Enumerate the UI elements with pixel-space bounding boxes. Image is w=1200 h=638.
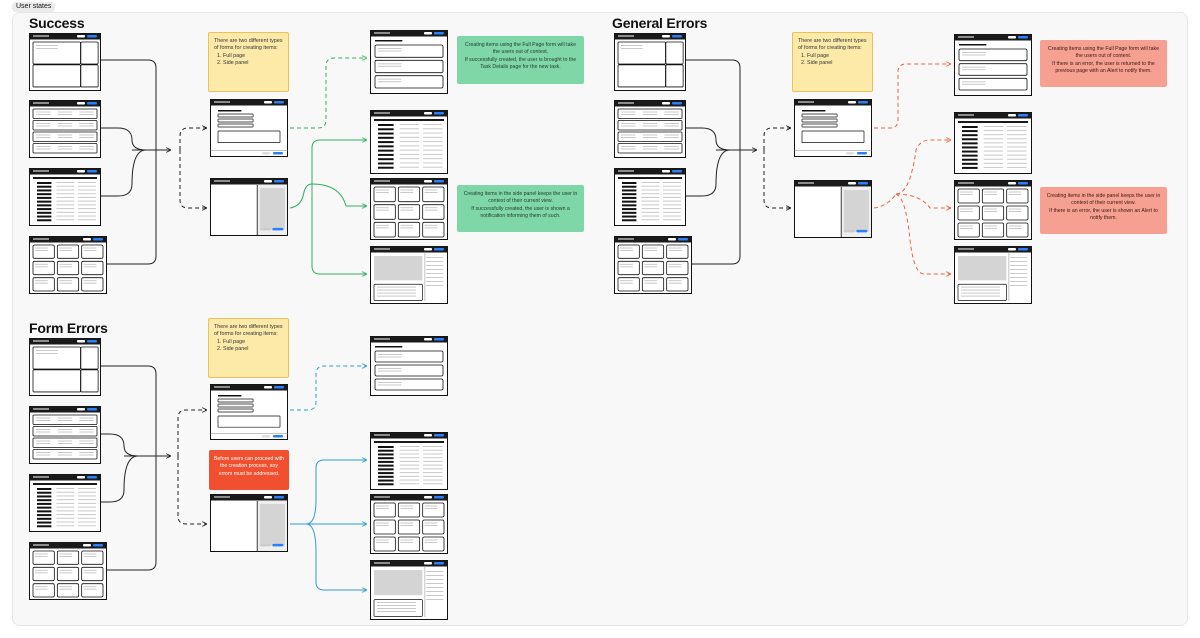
wireframe-dashboard[interactable] [29,33,101,91]
wireframe-graphic [614,33,686,91]
general-errors-heading: General Errors [612,15,708,31]
intro-list: Full page Side panel [214,53,283,68]
wireframe-dashboard[interactable] [614,33,686,91]
intro-list: Full page Side panel [214,339,283,354]
note-line: If there is an error, the user is return… [1052,60,1155,74]
wireframe-graphic [29,542,107,600]
canvas-board [12,12,1188,626]
success-intro-note: There are two different types of forms f… [208,32,289,92]
wireframe-graphic [370,30,448,94]
intro-item-side-panel: Side panel [223,346,283,353]
wireframe-graphic [29,474,101,532]
intro-text: There are two different types of forms f… [798,38,867,52]
wireframe-graphic [210,494,288,552]
wireframe-graphic [370,560,448,620]
note-line: Creating items using the Full Page form … [464,42,576,56]
wireframe-graphic [370,494,448,554]
wireframe-list-view[interactable] [370,432,448,490]
wireframe-graphic [954,180,1032,240]
general-errors-side-panel-note: Creating items in the side panel keeps t… [1040,187,1167,234]
note-line: If successfully created, the user is sho… [471,205,570,219]
wireframe-graphic [794,180,872,238]
wireframe-graphic [210,384,288,440]
wireframe-detail-view[interactable] [370,560,448,620]
wireframe-list-view[interactable] [29,474,101,532]
wireframe-side-panel-form[interactable] [210,494,288,552]
wireframe-graphic [794,99,872,157]
wireframe-detail-view[interactable] [370,246,448,304]
note-line: If there is an error, the user is shown … [1049,207,1158,221]
success-full-page-note: Creating items using the Full Page form … [457,36,584,84]
wireframe-full-page-form[interactable] [210,99,288,157]
wireframe-graphic [29,33,101,91]
wireframe-card-grid[interactable] [29,236,107,294]
wireframe-side-panel-form[interactable] [794,180,872,238]
wireframe-table-view[interactable] [29,100,101,158]
intro-list: Full page Side panel [798,53,867,68]
wireframe-graphic [29,236,107,294]
wireframe-card-grid[interactable] [370,178,448,240]
wireframe-task-details[interactable] [370,30,448,94]
wireframe-graphic [370,178,448,240]
intro-text: There are two different types of forms f… [214,38,283,52]
note-line: Creating items in the side panel keeps t… [463,191,578,205]
form-errors-note: Before users can proceed with the creati… [209,450,289,490]
wireframe-graphic [370,336,448,396]
wireframe-graphic [210,99,288,157]
wireframe-graphic [614,236,692,294]
page-tag[interactable]: User states [12,2,56,12]
wireframe-graphic [614,168,686,226]
note-line: If successfully created, the user is bro… [464,56,577,70]
wireframe-form-page[interactable] [370,336,448,396]
wireframe-list-view[interactable] [29,168,101,226]
intro-item-full-page: Full page [223,339,283,346]
form-errors-intro-note: There are two different types of forms f… [208,318,289,378]
wireframe-list-view[interactable] [954,112,1032,174]
wireframe-graphic [29,168,101,226]
wireframe-full-page-form[interactable] [794,99,872,157]
wireframe-graphic [210,178,288,236]
intro-text: There are two different types of forms f… [214,324,283,338]
general-errors-intro-note: There are two different types of forms f… [792,32,873,92]
wireframe-detail-view[interactable] [954,246,1032,304]
wireframe-dashboard[interactable] [29,338,101,396]
wireframe-graphic [29,338,101,396]
intro-item-side-panel: Side panel [223,60,283,67]
note-line: Creating items using the Full Page form … [1047,46,1159,60]
wireframe-card-grid[interactable] [370,494,448,554]
wireframe-graphic [954,34,1032,96]
success-side-panel-note: Creating items in the side panel keeps t… [457,185,584,232]
wireframe-card-grid[interactable] [954,180,1032,240]
note-line: Before users can proceed with the creati… [213,456,285,477]
wireframe-list-view[interactable] [614,168,686,226]
wireframe-graphic [954,112,1032,174]
wireframe-table-view[interactable] [614,100,686,158]
wireframe-table-view[interactable] [29,406,101,464]
wireframe-list-view[interactable] [370,110,448,174]
intro-item-full-page: Full page [807,53,867,60]
note-line: Creating items in the side panel keeps t… [1046,193,1161,207]
wireframe-side-panel-form[interactable] [210,178,288,236]
wireframe-graphic [370,110,448,174]
wireframe-graphic [370,246,448,304]
success-heading: Success [29,15,85,31]
intro-item-full-page: Full page [223,53,283,60]
wireframe-graphic [614,100,686,158]
wireframe-graphic [954,246,1032,304]
general-errors-full-page-note: Creating items using the Full Page form … [1040,40,1167,87]
wireframe-previous-page[interactable] [954,34,1032,96]
intro-item-side-panel: Side panel [807,60,867,67]
wireframe-graphic [29,100,101,158]
wireframe-full-page-form[interactable] [210,384,288,440]
form-errors-heading: Form Errors [29,320,108,336]
wireframe-graphic [29,406,101,464]
wireframe-card-grid[interactable] [29,542,107,600]
wireframe-card-grid[interactable] [614,236,692,294]
wireframe-graphic [370,432,448,490]
